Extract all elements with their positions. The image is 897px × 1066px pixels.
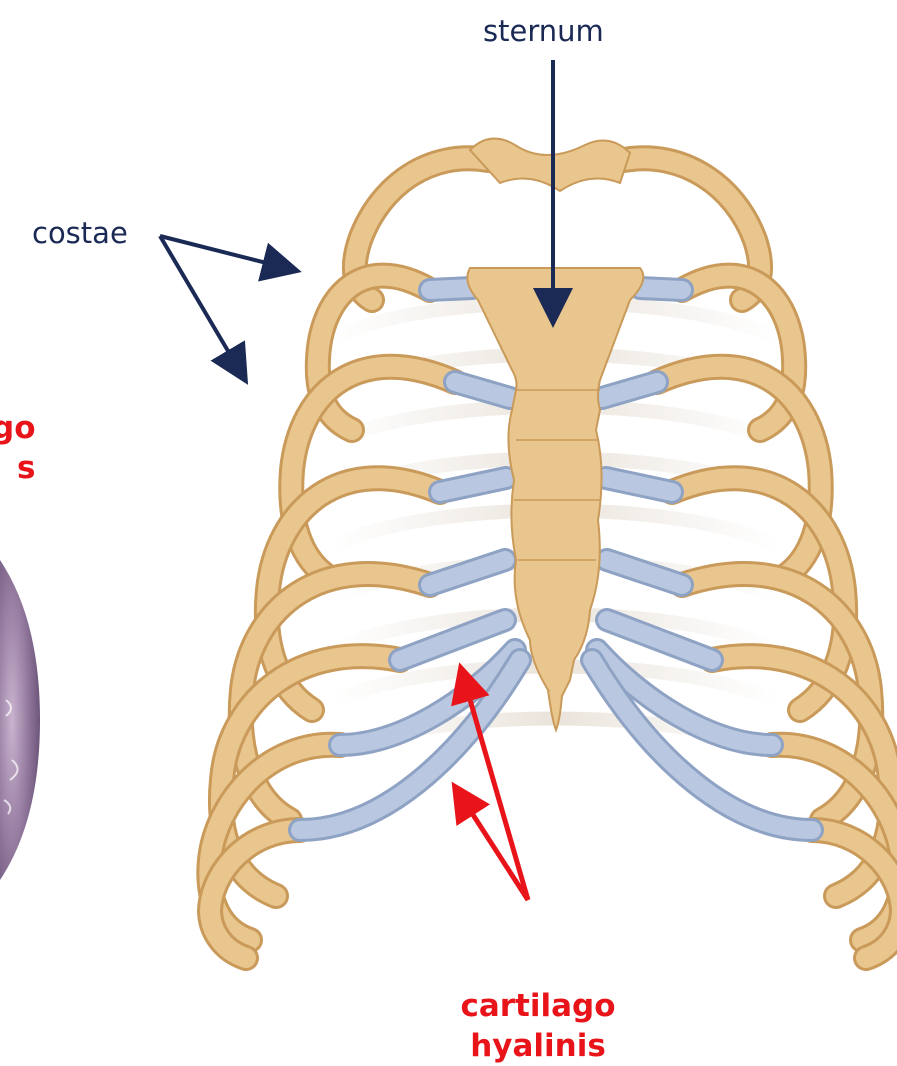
- histology-panel-cropped: [0, 560, 40, 880]
- costal-cartilage: [640, 288, 682, 290]
- costae-arrow-lower: [160, 236, 244, 378]
- cartilage-arrow-lower: [457, 790, 528, 900]
- costal-cartilage: [430, 288, 472, 290]
- costae-arrow-upper: [160, 236, 294, 270]
